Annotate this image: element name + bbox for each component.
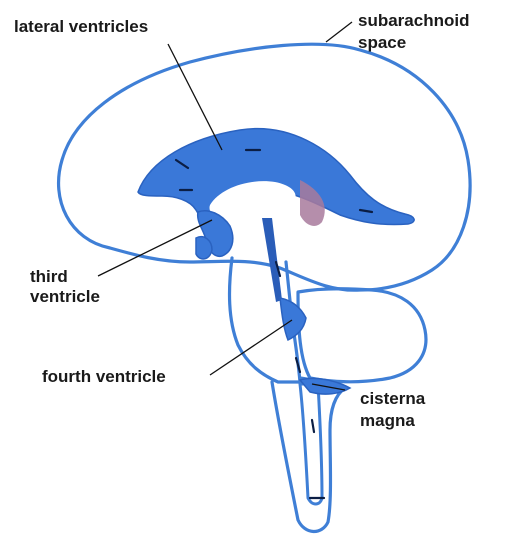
label-lateral-ventricles: lateral ventricles — [14, 17, 148, 36]
leader-fourth-ventricle — [210, 320, 292, 375]
cerebellum-outline — [298, 289, 426, 382]
label-fourth-ventricle: fourth ventricle — [42, 367, 166, 386]
label-third-line2: ventricle — [30, 287, 100, 306]
label-cisterna-line2: magna — [360, 411, 415, 430]
leader-subarachnoid — [326, 22, 352, 42]
cerebral-aqueduct — [262, 218, 282, 302]
label-cisterna-line1: cisterna — [360, 389, 426, 408]
label-subarachnoid-line2: space — [358, 33, 406, 52]
label-third-line1: third — [30, 267, 68, 286]
label-subarachnoid-line1: subarachnoid — [358, 11, 469, 30]
central-canal — [300, 384, 322, 504]
fourth-ventricle — [280, 298, 306, 340]
lateral-ventricles — [138, 129, 414, 225]
